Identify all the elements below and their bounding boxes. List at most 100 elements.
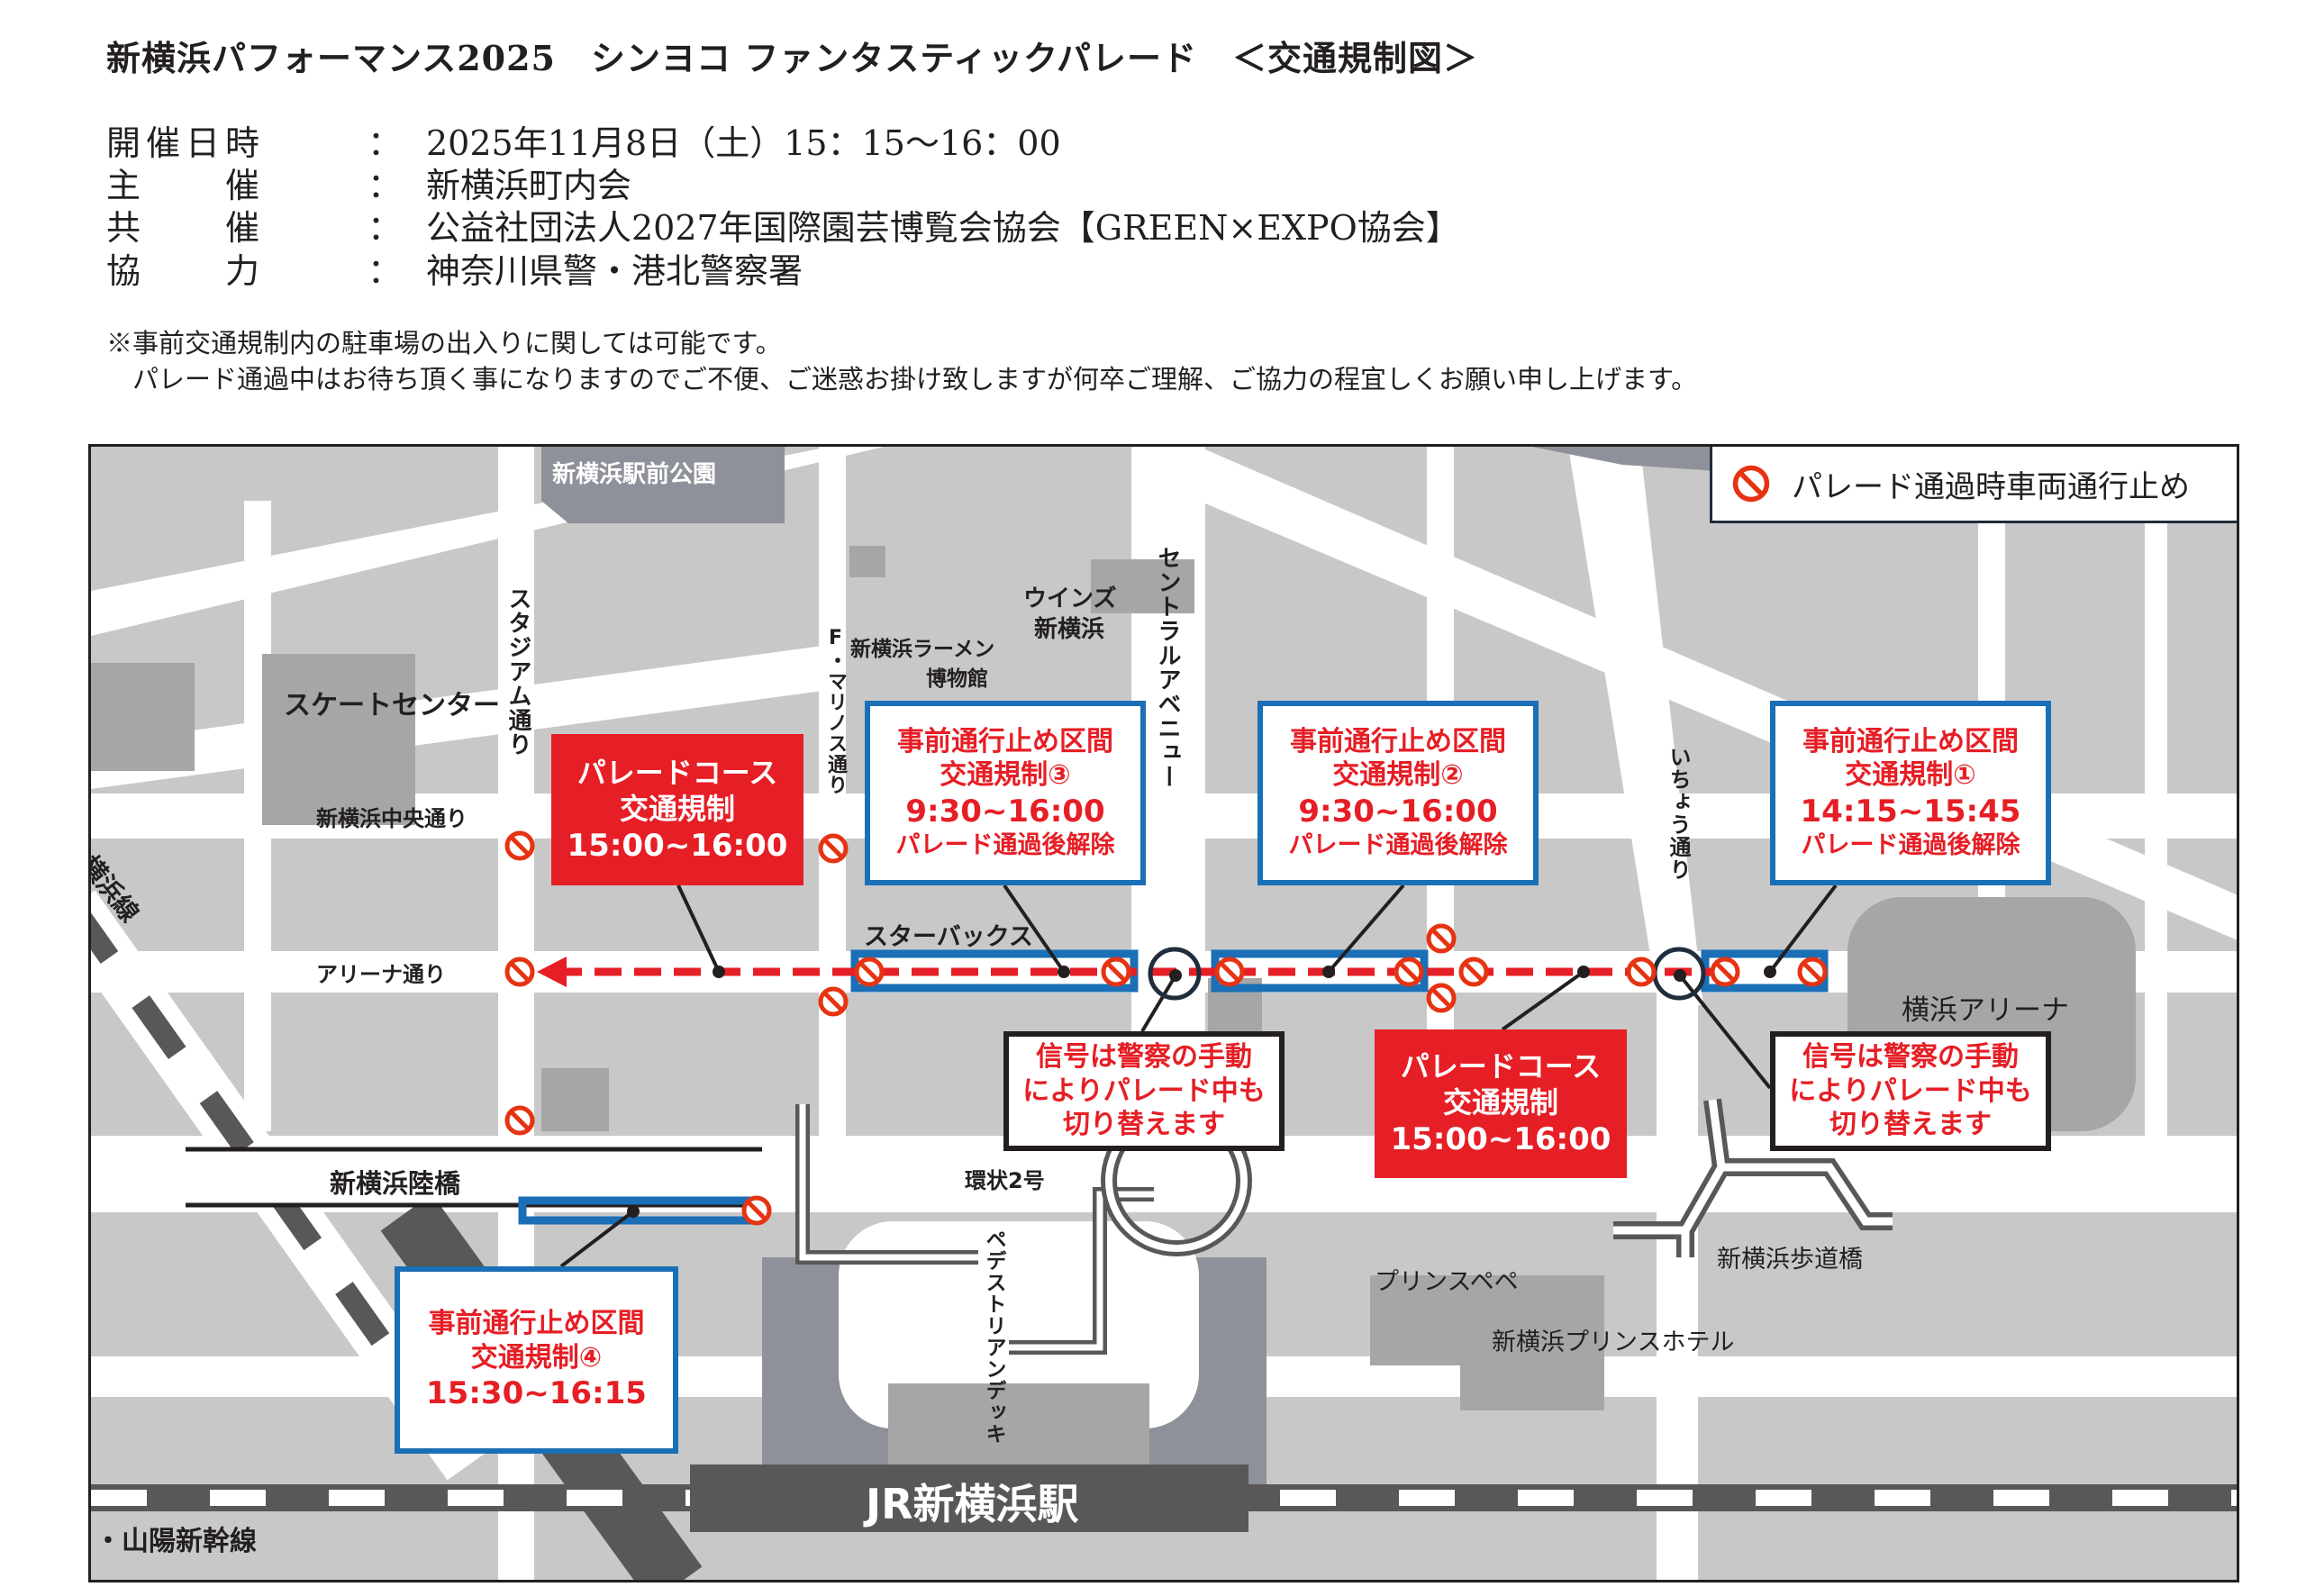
box-time: 9:30~16:00 bbox=[905, 793, 1105, 830]
box-time: 14:15~15:45 bbox=[1800, 793, 2021, 830]
label-ramen-museum: 新横浜ラーメン bbox=[850, 638, 995, 661]
label-marinos-street: F・マリノス通り bbox=[824, 627, 847, 795]
label-char: 日 bbox=[185, 123, 220, 163]
no-entry-icon bbox=[1626, 957, 1657, 987]
road-icho-upper bbox=[1568, 447, 1703, 1005]
box-line: パレード通過後解除 bbox=[1801, 831, 2020, 860]
note-line: パレード通過中はお待ち頂く事になりますのでご不便、ご迷惑お掛け致しますが何卒ご理… bbox=[106, 364, 1698, 394]
label-char: 催 bbox=[224, 208, 259, 248]
signal-notice-box: 信号は警察の手動 によりパレード中も 切り替えます bbox=[1770, 1031, 2051, 1151]
box-line: 交通規制③ bbox=[940, 759, 1071, 792]
info-value: 新横浜町内会 bbox=[426, 166, 632, 205]
colon: ： bbox=[368, 123, 403, 163]
rikkyo-road bbox=[186, 1149, 762, 1205]
parade-course-box: パレードコース 交通規制 15:00~16:00 bbox=[1375, 1029, 1627, 1178]
legend-label: パレード通過時車両通行止め bbox=[1792, 468, 2190, 505]
box-time: 15:00~16:00 bbox=[567, 827, 788, 864]
station-plaza bbox=[839, 1221, 1199, 1428]
no-entry-icon bbox=[818, 833, 849, 864]
leader-lines bbox=[559, 884, 1838, 1268]
park-building bbox=[541, 447, 785, 523]
leader-line bbox=[676, 884, 721, 973]
leader-dot bbox=[1322, 966, 1335, 978]
label-arena-street: アリーナ通り bbox=[316, 962, 446, 987]
info-value: 神奈川県警・港北警察署 bbox=[426, 251, 803, 291]
colon: ： bbox=[368, 208, 403, 248]
leader-dots bbox=[627, 966, 1776, 1218]
hodokyo-outline bbox=[1613, 1099, 1893, 1257]
skate-center bbox=[262, 654, 415, 825]
prince-hotel bbox=[1370, 1275, 1604, 1410]
no-entry-icon bbox=[504, 830, 535, 861]
no-entry-icon bbox=[741, 1195, 772, 1226]
label-ramen-museum-2: 博物館 bbox=[926, 667, 988, 691]
label-icho-street: いちょう通り bbox=[1666, 746, 1691, 881]
label-skate-center: スケートセンター bbox=[284, 690, 500, 721]
no-entry-icon bbox=[1394, 957, 1424, 987]
no-entry-icon bbox=[1101, 957, 1131, 987]
box-time: 15:00~16:00 bbox=[1390, 1121, 1611, 1158]
no-entry-icon bbox=[1214, 957, 1245, 987]
label-starbucks: スターバックス bbox=[864, 923, 1033, 951]
label-pedestrian-deck: ペデストリアンデッキ bbox=[978, 1229, 1009, 1445]
info-value: 2025年11月8日（土）15：15〜16：00 bbox=[426, 123, 1061, 163]
signal-circle bbox=[1148, 947, 1202, 1001]
station-concourse bbox=[888, 1383, 1149, 1465]
signal-notice-box: 信号は警察の手動 によりパレード中も 切り替えます bbox=[1003, 1031, 1285, 1151]
road-icho bbox=[1657, 987, 1698, 1580]
label-rikkyo: 新横浜陸橋 bbox=[330, 1168, 461, 1199]
label-hodokyo: 新横浜歩道橋 bbox=[1717, 1246, 1863, 1274]
box-line: パレード通過後解除 bbox=[895, 831, 1115, 860]
leader-dot bbox=[1764, 966, 1776, 978]
leader-dot bbox=[627, 1205, 640, 1218]
box-line: 交通規制 bbox=[619, 791, 735, 826]
label-prince-pepe: プリンスペペ bbox=[1375, 1268, 1519, 1296]
winds-building bbox=[1091, 559, 1194, 613]
label-park: 新横浜駅前公園 bbox=[552, 461, 717, 488]
label-char: 開 bbox=[106, 123, 141, 163]
leader-dot bbox=[713, 966, 725, 978]
leader-dot bbox=[1674, 969, 1686, 982]
box-line: 事前通行止め区間 bbox=[897, 725, 1113, 757]
label-char: 力 bbox=[224, 251, 259, 291]
label-stadium-street: スタジアム通り bbox=[504, 586, 531, 757]
no-entry-icon bbox=[1710, 957, 1740, 987]
leader-line bbox=[1003, 884, 1066, 974]
box-line: パレード通過後解除 bbox=[1288, 831, 1508, 860]
box-line: によりパレード中も bbox=[1022, 1075, 1266, 1107]
no-entry-icon bbox=[1732, 465, 1770, 503]
box-line: 交通規制① bbox=[1845, 759, 1976, 792]
box-line: 事前通行止め区間 bbox=[1290, 725, 1506, 757]
box-line: 切り替えます bbox=[1063, 1109, 1225, 1141]
label-winds-2: 新横浜 bbox=[1034, 616, 1105, 643]
box-time: 9:30~16:00 bbox=[1298, 793, 1498, 830]
road-east-2 bbox=[2145, 447, 2167, 1167]
label-yokohama-arena: 横浜アリーナ bbox=[1902, 994, 2069, 1027]
box-line: パレードコース bbox=[1400, 1049, 1602, 1084]
box-line: 事前通行止め区間 bbox=[428, 1308, 645, 1340]
info-value: 公益社団法人2027年国際園芸博覧会協会【GREEN×EXPO協会】 bbox=[426, 208, 1460, 248]
box-line: 交通規制 bbox=[1442, 1085, 1558, 1120]
label-central-avenue: セントラルアベニュー bbox=[1154, 546, 1181, 789]
no-entry-markers bbox=[504, 830, 1828, 1226]
no-entry-icon bbox=[854, 957, 885, 987]
box-line: 交通規制④ bbox=[470, 1341, 603, 1374]
no-entry-icon bbox=[1458, 957, 1489, 987]
note-line: ※事前交通規制内の駐車場の出入りに関しては可能です。 bbox=[106, 328, 782, 358]
box-line: 事前通行止め区間 bbox=[1802, 725, 2019, 757]
no-entry-icon bbox=[504, 1105, 535, 1136]
leader-line bbox=[1327, 884, 1405, 974]
box-line: によりパレード中も bbox=[1789, 1075, 2032, 1107]
map-legend: パレード通過時車両通行止め bbox=[1710, 447, 2237, 523]
label-winds: ウインズ bbox=[1023, 585, 1117, 612]
box-line: 信号は警察の手動 bbox=[1802, 1041, 2019, 1074]
label-char: 催 bbox=[145, 123, 180, 163]
leader-line bbox=[559, 1210, 635, 1268]
overpass bbox=[186, 1098, 1893, 1355]
label-jr-station: JR新横浜駅 bbox=[866, 1480, 1079, 1528]
label-char: 催 bbox=[224, 166, 259, 205]
box-time: 15:30~16:15 bbox=[426, 1375, 647, 1412]
leader-dot bbox=[1058, 966, 1070, 978]
leader-dot bbox=[1169, 969, 1182, 982]
box-line: 信号は警察の手動 bbox=[1036, 1041, 1252, 1074]
